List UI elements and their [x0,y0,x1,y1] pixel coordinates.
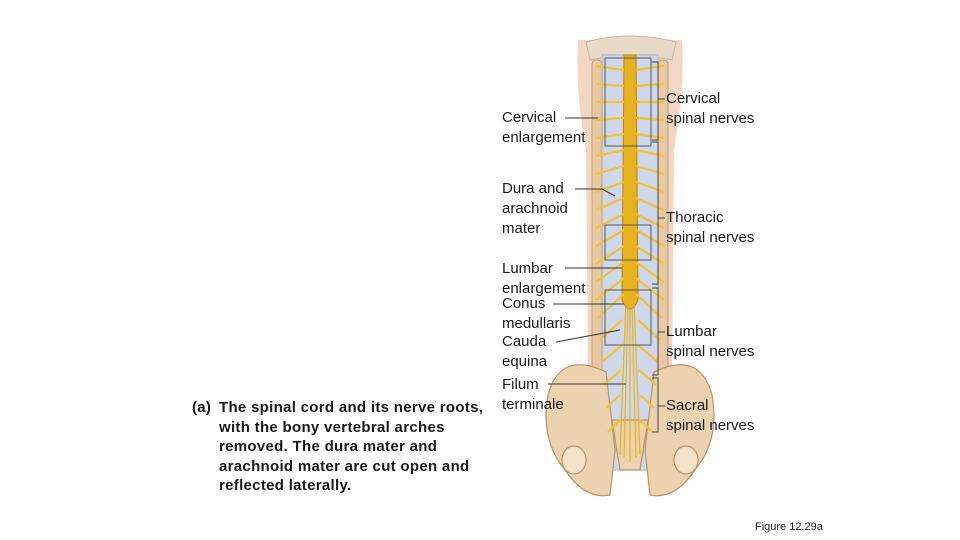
label-sacral-nerves: Sacral spinal nerves [666,397,755,434]
region-brackets [652,61,665,433]
caption-tag: (a) [192,399,212,416]
spinal-nerves [595,64,665,433]
label-dura-arachnoid: Dura and arachnoid mater [502,180,568,237]
label-cervical-nerves: Cervical spinal nerves [666,90,755,127]
label-conus-medullaris: Conus medullaris [502,295,571,332]
label-lumbar-enlargement: Lumbar enlargement [502,260,586,297]
cauda-equina [619,299,641,462]
label-cauda-equina: Cauda equina [502,333,548,370]
figure-caption: (a) The spinal cord and its nerve roots,… [192,398,512,496]
caption-text: The spinal cord and its nerve roots, wit… [219,399,484,494]
label-thoracic-nerves: Thoracic spinal nerves [666,209,755,246]
label-filum-terminale: Filum terminale [502,376,564,413]
pelvis [545,364,715,497]
label-cervical-enlargement: Cervical enlargement [502,109,586,146]
spinal-cord [621,54,639,310]
label-lumbar-nerves: Lumbar spinal nerves [666,323,755,360]
leader-lines [548,117,626,385]
figure-number: Figure 12.29a [755,521,823,533]
enlargement-boxes [604,57,652,346]
